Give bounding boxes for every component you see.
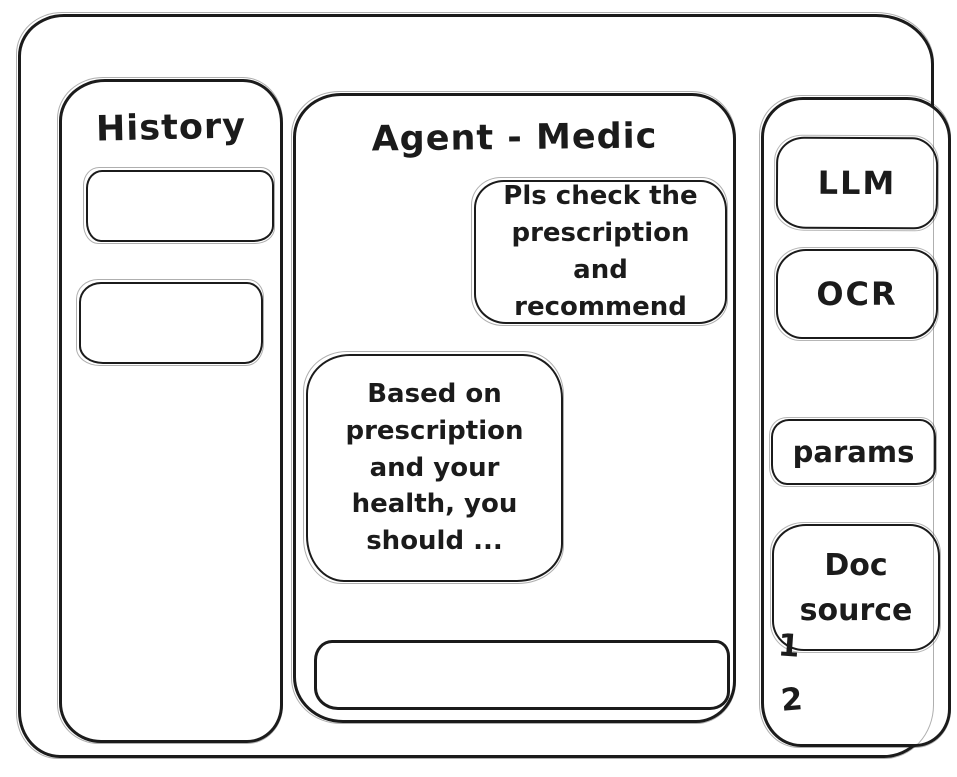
ocr-button[interactable]: OCR — [774, 247, 939, 341]
params-button[interactable]: params — [769, 417, 937, 487]
doc-source-item-1: 1 — [776, 627, 801, 665]
app-frame: History Agent - Medic Pls check the pres… — [16, 12, 951, 759]
doc-source-item-2: 2 — [779, 681, 805, 719]
history-title: History — [95, 106, 247, 150]
user-message-text: Pls check the prescription and recommend — [503, 181, 698, 322]
agent-message-text: Based on prescription and your health, y… — [345, 378, 524, 557]
llm-button[interactable]: LLM — [775, 136, 939, 230]
llm-button-label: LLM — [817, 163, 897, 203]
message-input[interactable] — [314, 640, 730, 710]
doc-source-button-label: Doc source — [799, 547, 913, 628]
history-panel: History — [57, 77, 283, 744]
params-button-label: params — [792, 435, 915, 469]
user-message-bubble: Pls check the prescription and recommend — [471, 177, 728, 326]
history-item[interactable] — [76, 279, 264, 366]
agent-message-bubble: Based on prescription and your health, y… — [303, 351, 564, 584]
chat-panel: Agent - Medic Pls check the prescription… — [291, 91, 736, 724]
chat-title: Agent - Medic — [371, 116, 658, 160]
tools-panel: LLM OCR params Doc source 1 2 — [759, 95, 951, 748]
history-item[interactable] — [83, 167, 275, 244]
ocr-button-label: OCR — [816, 275, 898, 313]
